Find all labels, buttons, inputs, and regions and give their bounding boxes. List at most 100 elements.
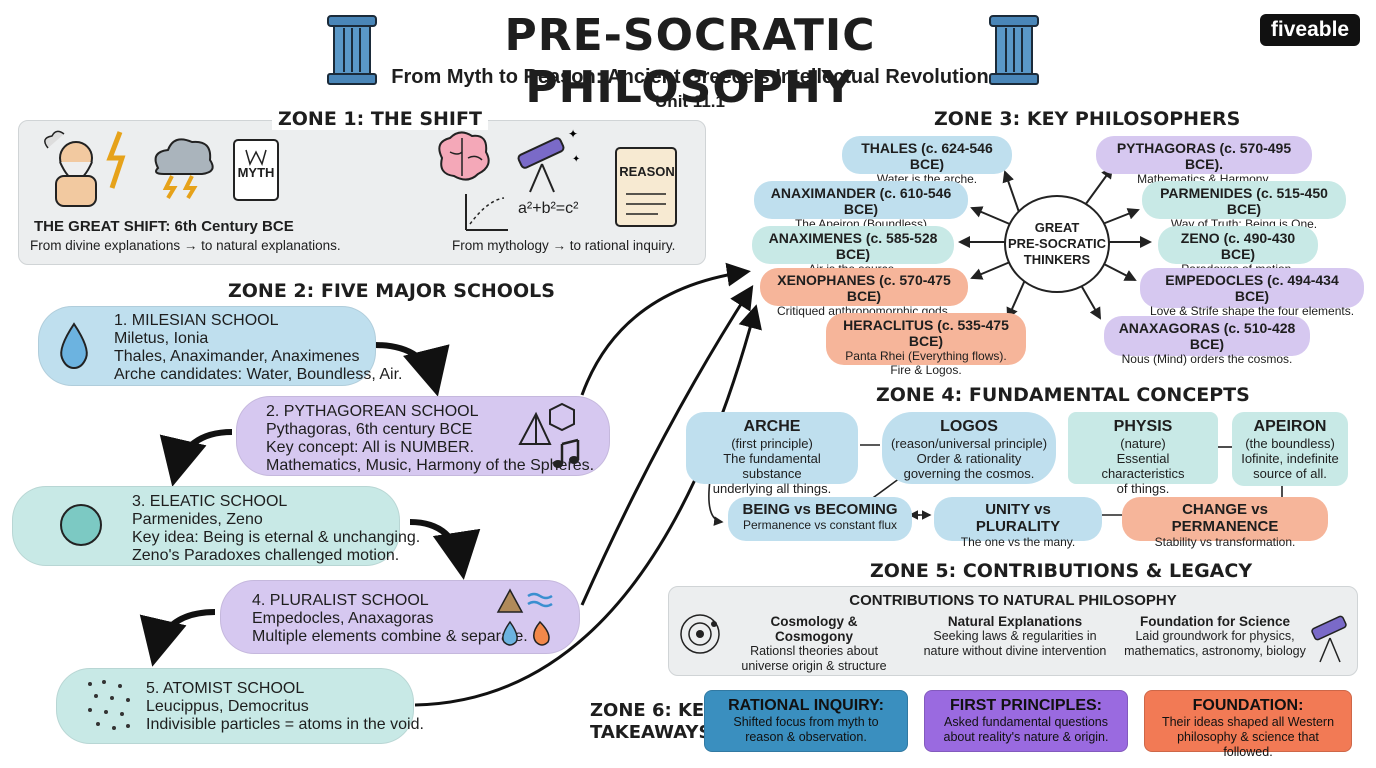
takeaway-name: FIRST PRINCIPLES:: [949, 697, 1102, 714]
philosopher-name: ANAXIMANDER (c. 610-546 BCE): [770, 185, 952, 217]
school-line: Key concept: All is NUMBER.: [266, 439, 475, 456]
takeaway-name: FOUNDATION:: [1192, 697, 1304, 714]
school-line: Indivisible particles = atoms in the voi…: [146, 716, 424, 733]
school-name: 3. ELEATIC SCHOOL: [132, 493, 288, 510]
svg-text:✦: ✦: [568, 127, 578, 141]
school-line: Parmenides, Zeno: [132, 511, 263, 528]
philosopher-desc: Panta Rhei (Everything flows).: [845, 349, 1007, 363]
great-shift-text: From divine explanations → to natural ex…: [30, 238, 341, 253]
philosopher-anaximenes: ANAXIMENES (c. 585-528 BCE) Air is the s…: [752, 226, 954, 276]
pair-name: BEING vs BECOMING: [742, 501, 898, 518]
takeaway-line: philosophy & science that followed.: [1177, 730, 1319, 759]
philosopher-empedocles: EMPEDOCLES (c. 494-434 BCE) Love & Strif…: [1140, 268, 1364, 318]
reason-scroll-icon: [615, 147, 677, 227]
concept-line: Essential characteristics: [1101, 451, 1185, 481]
myth-scroll-icon: [233, 139, 279, 201]
pair-name: CHANGE vs PERMANENCE: [1171, 501, 1279, 535]
school-line: Miletus, Ionia: [114, 330, 209, 347]
hub-label: GREAT PRE-SOCRATIC THINKERS: [1002, 220, 1112, 268]
philosopher-desc: Fire & Logos.: [890, 363, 962, 377]
concept-line: Order & rationality: [916, 451, 1022, 466]
pair-unity-plurality: UNITY vs PLURALITY The one vs the many.: [934, 497, 1102, 549]
zone3-heading: ZONE 3: KEY PHILOSOPHERS: [934, 108, 1241, 130]
column-icon-left: [327, 15, 377, 85]
concept-line: (nature): [1120, 436, 1166, 451]
concept-logos: LOGOS (reason/universal principle) Order…: [882, 412, 1056, 484]
concept-arche: ARCHE (first principle) The fundamental …: [686, 412, 858, 496]
zone5-heading: ZONE 5: CONTRIBUTIONS & LEGACY: [870, 560, 1253, 582]
unit-label: Unit 11.1: [655, 92, 725, 111]
four-elements-icon: [496, 588, 553, 646]
hub-line: THINKERS: [1023, 252, 1091, 267]
hub-line: PRE-SOCRATIC: [1008, 236, 1106, 251]
contribution-cosmology: Cosmology & Cosmogony Rationsl theories …: [734, 614, 894, 674]
flow-arrow-1: [374, 342, 450, 397]
school-line: Zeno's Paradoxes challenged motion.: [132, 547, 400, 564]
concept-line: of things.: [1116, 481, 1170, 496]
reason-label: REASON: [619, 164, 675, 179]
zone1-panel: [18, 120, 706, 265]
philosopher-desc: Love & Strife shape the four elements.: [1149, 304, 1355, 318]
concept-line: Iofinite, indefinite: [1241, 451, 1339, 466]
telescope-icon: [1311, 615, 1347, 663]
pair-desc: Stability vs transformation.: [1154, 535, 1296, 549]
philosopher-thales: THALES (c. 624-546 BCE) Water is the arc…: [842, 136, 1012, 186]
pythagorean-formula: a²+b²=c²: [518, 200, 579, 217]
takeaway-rational-inquiry: RATIONAL INQUIRY: Shifted focus from myt…: [704, 690, 908, 752]
flow-arrow-2: [159, 429, 233, 487]
storm-cloud-icon: [154, 138, 214, 200]
philosopher-name: ANAXIMENES (c. 585-528 BCE): [768, 230, 938, 262]
philosopher-name: EMPEDOCLES (c. 494-434 BCE): [1165, 272, 1339, 304]
pluralist-school-card: [220, 580, 580, 654]
concept-line: The fundamental substance: [723, 451, 821, 481]
concept-line: (reason/universal principle): [890, 436, 1048, 451]
pair-name: UNITY vs PLURALITY: [975, 501, 1061, 535]
philosopher-anaxagoras: ANAXAGORAS (c. 510-428 BCE) Nous (Mind) …: [1104, 316, 1310, 366]
concept-line: (the boundless): [1245, 436, 1335, 451]
flow-arrow-3: [409, 519, 481, 580]
great-thinkers-hub: [1004, 195, 1110, 293]
school-name: 2. PYTHAGOREAN SCHOOL: [266, 403, 479, 420]
contribution-natural: Natural Explanations Seeking laws & regu…: [920, 614, 1110, 659]
orbit-icon: [680, 614, 720, 654]
zone6-heading: ZONE 6: KEY TAKEAWAYS: [590, 700, 717, 744]
philosopher-parmenides: PARMENIDES (c. 515-450 BCE) Way of Truth…: [1142, 181, 1346, 231]
philosopher-desc: Nous (Mind) orders the cosmos.: [1121, 352, 1293, 366]
pair-being-becoming: BEING vs BECOMING Permanence vs constant…: [728, 497, 912, 541]
myth-label: MYTH: [237, 165, 275, 180]
school-line: Leucippus, Democritus: [146, 698, 309, 715]
school-line: Empedocles, Anaxagoras: [252, 610, 434, 627]
concept-name: LOGOS: [940, 418, 998, 435]
takeaway-name: RATIONAL INQUIRY:: [728, 697, 884, 714]
zone2-heading: ZONE 2: FIVE MAJOR SCHOOLS: [228, 280, 555, 302]
school-line: Thales, Anaximander, Anaximenes: [114, 348, 360, 365]
school-line: Arche candidates: Water, Boundless, Air.: [114, 366, 403, 383]
great-shift-title: THE GREAT SHIFT: 6th Century BCE: [34, 218, 294, 235]
takeaway-line: Their ideas shaped all Western: [1161, 715, 1335, 729]
concept-apeiron: APEIRON (the boundless) Iofinite, indefi…: [1232, 412, 1348, 486]
philosopher-name: ZENO (c. 490-430 BCE): [1180, 230, 1296, 262]
fiveable-logo[interactable]: fiveable: [1260, 14, 1360, 46]
zone5-panel: [668, 586, 1358, 676]
zone5-panel-title: CONTRIBUTIONS TO NATURAL PHILOSOPHY: [849, 592, 1177, 609]
takeaway-foundation: FOUNDATION: Their ideas shaped all Weste…: [1144, 690, 1352, 759]
atomist-school-card: [56, 668, 414, 744]
takeaway-line: reason & observation.: [745, 730, 867, 744]
philosopher-name: PYTHAGORAS (c. 570-495 BCE).: [1116, 140, 1292, 172]
pair-change-permanence: CHANGE vs PERMANENCE Stability vs transf…: [1122, 497, 1328, 549]
concept-line: underlying all things.: [712, 481, 832, 496]
sphere-icon: [60, 504, 102, 546]
philosopher-xenophanes: XENOPHANES (c. 570-475 BCE) Critiqued an…: [760, 268, 968, 318]
philosopher-pythagoras: PYTHAGORAS (c. 570-495 BCE). Mathematics…: [1096, 136, 1312, 186]
school-line: Pythagoras, 6th century BCE: [266, 421, 473, 438]
pythagorean-school-card: [236, 396, 610, 476]
concept-name: PHYSIS: [1113, 418, 1173, 435]
long-arrow-plural: [580, 284, 754, 606]
geometry-music-icon: [518, 402, 580, 468]
concept-line: governing the cosmos.: [903, 466, 1035, 481]
rational-inquiry-text: From mythology → to rational inquiry.: [452, 238, 676, 253]
hub-line: GREAT: [1034, 220, 1080, 235]
svg-text:✦: ✦: [572, 154, 580, 165]
telescope-icon: ✦ ✦: [517, 127, 580, 193]
philosopher-zeno: ZENO (c. 490-430 BCE) Paradoxes of motio…: [1158, 226, 1318, 276]
